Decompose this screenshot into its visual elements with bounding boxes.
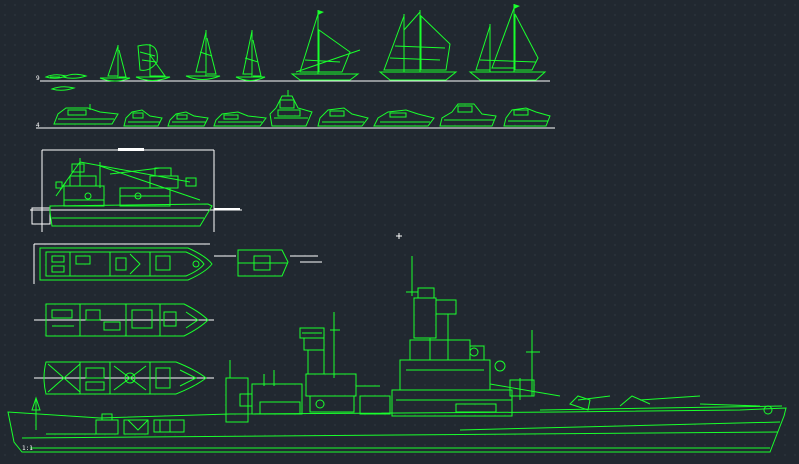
warship-side-elevation: 1:1 — [7, 256, 787, 453]
sailboat-4 — [235, 30, 266, 81]
dinghy-top-view — [44, 73, 88, 91]
motorboat-3 — [167, 111, 209, 127]
sailboat-5 — [290, 10, 361, 81]
motorboat-2 — [123, 109, 163, 127]
motorboat-row-label: 4 — [36, 122, 40, 129]
sailboat-6 — [378, 10, 458, 81]
motorboat-5 — [269, 90, 313, 127]
sailboat-2 — [135, 44, 171, 81]
sailboat-1 — [99, 45, 131, 82]
sailboat-row: 9 — [36, 4, 550, 91]
motorboat-6 — [317, 107, 369, 127]
crosshair-icon — [396, 233, 402, 239]
motorboat-7 — [373, 109, 435, 127]
fishing-vessel-deck-plan-main — [34, 303, 214, 337]
catamaran-deck-plan — [237, 249, 289, 277]
sailboat-row-label: 9 — [36, 75, 40, 82]
warship-scale-label: 1:1 — [22, 445, 33, 452]
motorboat-9 — [503, 107, 551, 127]
fishing-vessel-deck-plan-lower — [34, 361, 214, 395]
fishing-vessel-side-elevation — [30, 148, 242, 232]
sailboat-3 — [185, 30, 221, 80]
motorboat-1 — [53, 104, 119, 125]
motorboat-row: 4 — [36, 90, 555, 129]
motorboat-8 — [439, 103, 497, 127]
fishing-vessel-deck-plan-upper — [33, 243, 322, 284]
motorboat-4 — [213, 111, 267, 127]
sailboat-7 — [468, 4, 547, 81]
